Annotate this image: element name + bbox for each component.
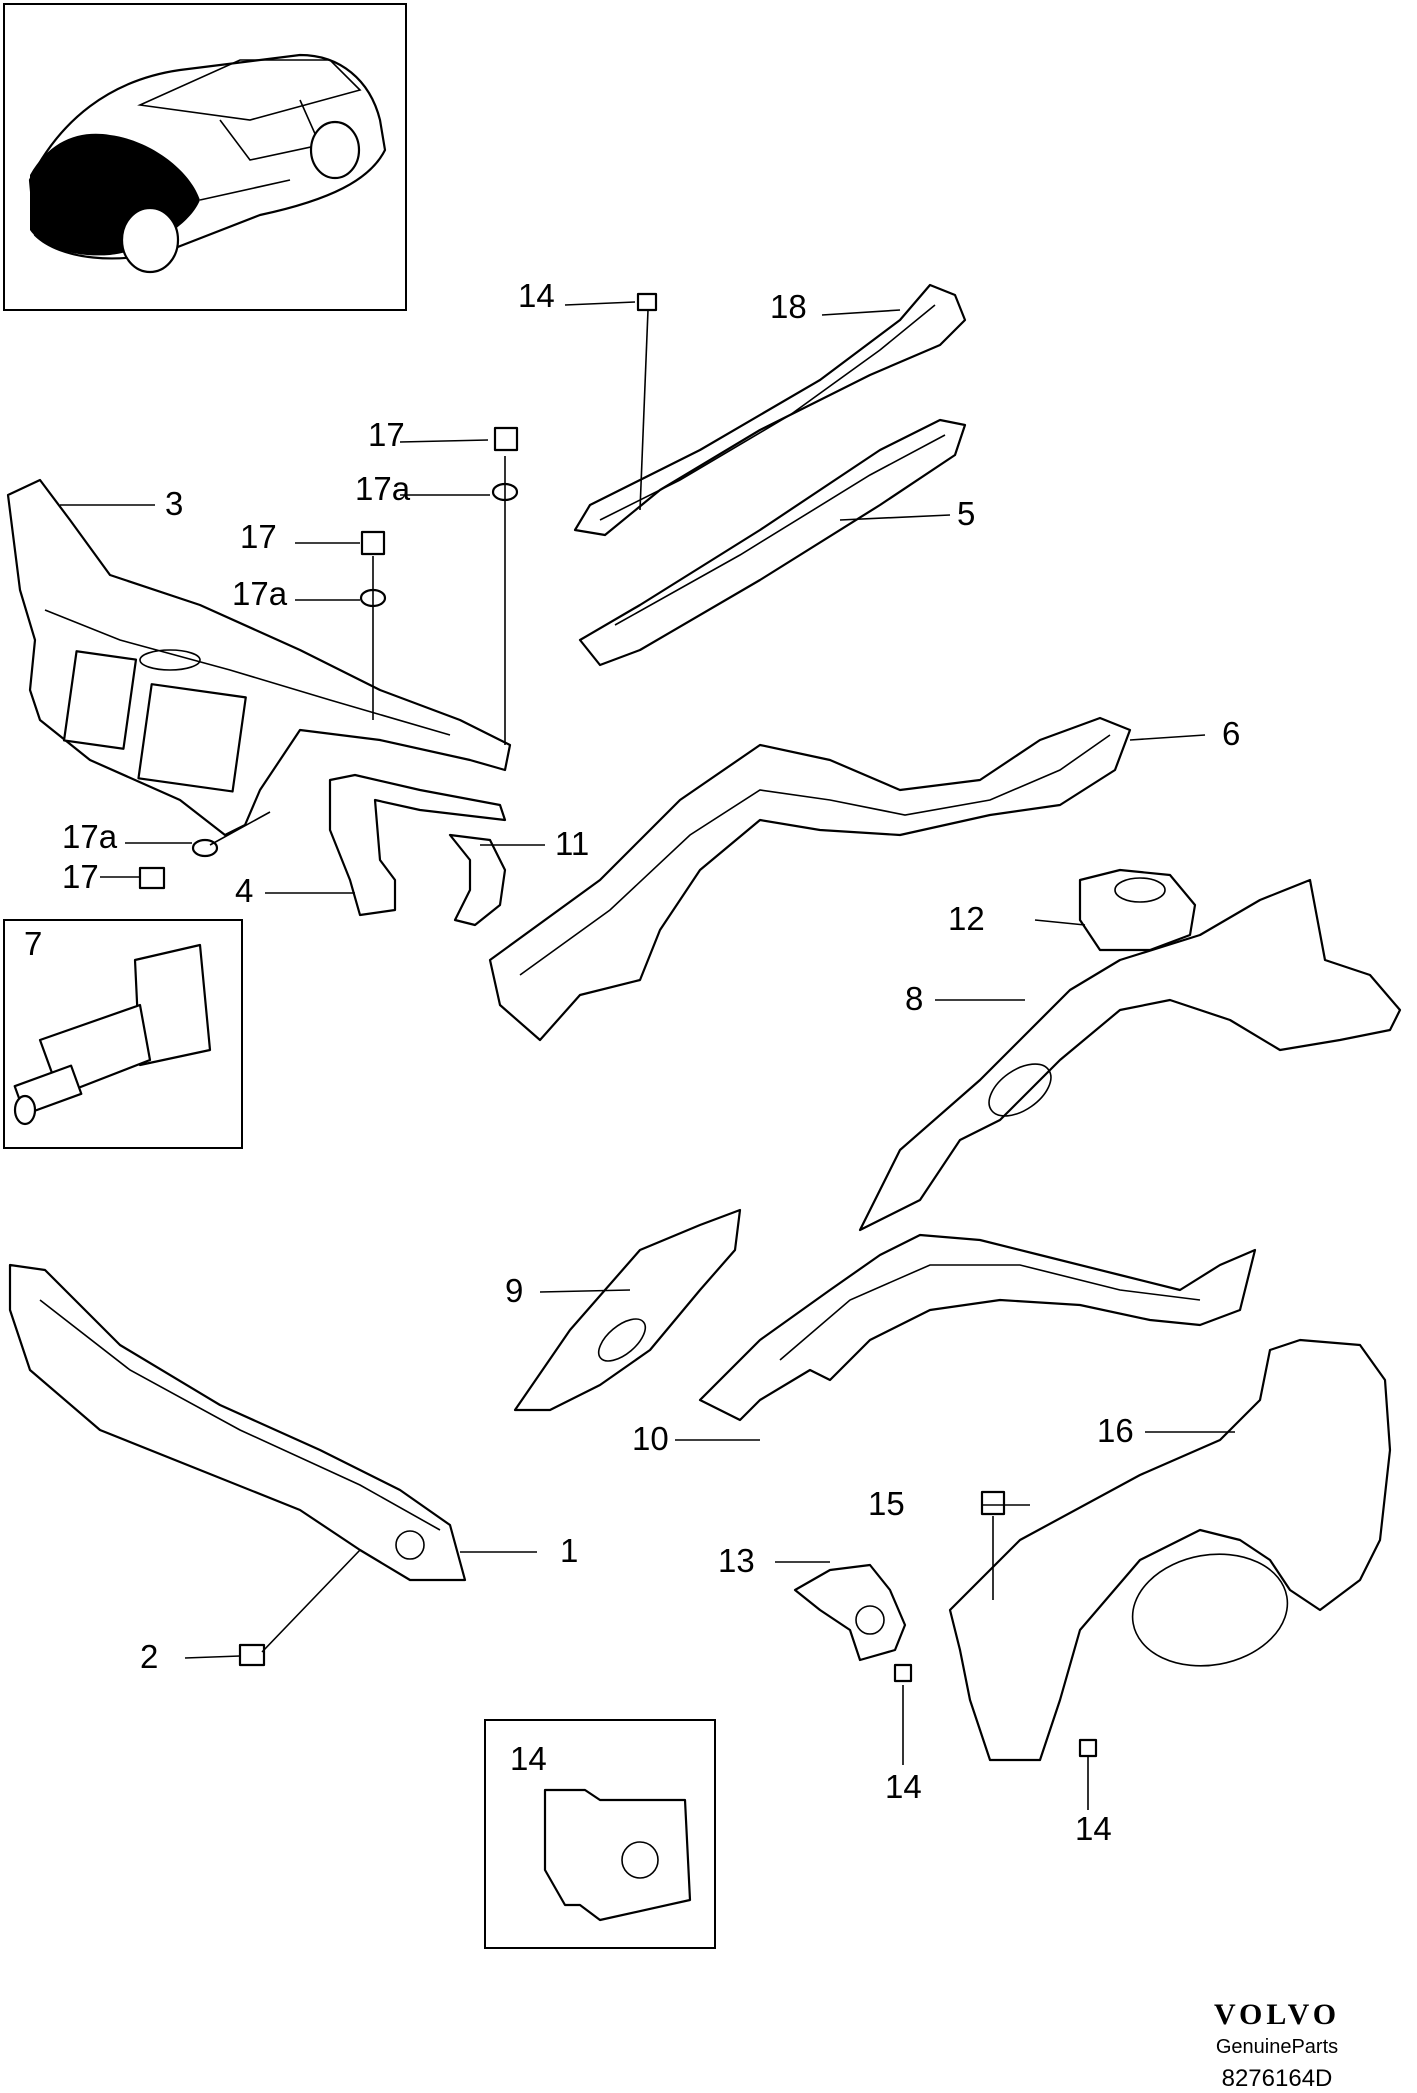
part-3-front-panel	[6, 478, 512, 837]
part-9-reinforcement	[513, 1208, 742, 1412]
callout-11: 11	[555, 825, 589, 862]
callout-14-top: 14	[518, 277, 555, 314]
callout-14-mid: 14	[885, 1768, 922, 1805]
callout-17-lower: 17	[62, 858, 99, 895]
callout-6: 6	[1222, 715, 1240, 752]
callout-17a-upper: 17a	[355, 470, 411, 507]
callout-14-bottom: 14	[1075, 1810, 1112, 1847]
part-6-side-member	[488, 716, 1132, 1042]
callout-17a-lower: 17a	[62, 818, 118, 855]
callout-10: 10	[632, 1420, 669, 1457]
brand-tagline: GenuineParts	[1215, 2036, 1339, 2058]
vehicle-locator-inset	[3, 3, 407, 311]
callout-13: 13	[718, 1542, 755, 1579]
callout-labels: 14 18 17 17a 5 3 17 17a 6 17a 11 17 4 12…	[24, 277, 1240, 1847]
callout-17a-mid: 17a	[232, 575, 288, 612]
callout-8: 8	[905, 980, 923, 1017]
part-11-bracket	[448, 833, 507, 927]
leader-lines	[60, 301, 1235, 1810]
part-4-bracket	[328, 773, 507, 917]
brand-block: VOLVO GenuineParts 8276164D	[1177, 1998, 1377, 2093]
callout-16: 16	[1097, 1412, 1134, 1449]
part-12-strut-tower	[1078, 868, 1197, 952]
callout-12: 12	[948, 900, 985, 937]
callout-15: 15	[868, 1485, 905, 1522]
callout-2: 2	[140, 1638, 158, 1675]
part-10-inner-fender	[698, 1233, 1257, 1422]
part-5-upper-rail	[578, 418, 967, 667]
volvo-logo: VOLVO	[1213, 1998, 1341, 2031]
part-18-upper-rail	[573, 283, 967, 537]
callout-17-mid: 17	[240, 518, 277, 555]
callout-4: 4	[235, 872, 253, 909]
inset-14-label: 14	[510, 1740, 547, 1777]
drawing-number: 8276164D	[1221, 2065, 1333, 2092]
callout-5: 5	[957, 495, 975, 532]
callout-3: 3	[165, 485, 183, 522]
callout-1: 1	[560, 1532, 578, 1569]
inset-7-label: 7	[24, 925, 42, 962]
inset-14-panel	[484, 1719, 716, 1949]
part-13-bracket	[793, 1563, 907, 1662]
callout-18: 18	[770, 288, 807, 325]
part-1-bumper-beam	[8, 1263, 467, 1582]
callout-17-upper: 17	[368, 416, 405, 453]
part-8-wheelhouse	[858, 878, 1402, 1232]
part-16-fender	[948, 1338, 1392, 1762]
callout-9: 9	[505, 1272, 523, 1309]
inset-7-panel	[3, 919, 243, 1149]
